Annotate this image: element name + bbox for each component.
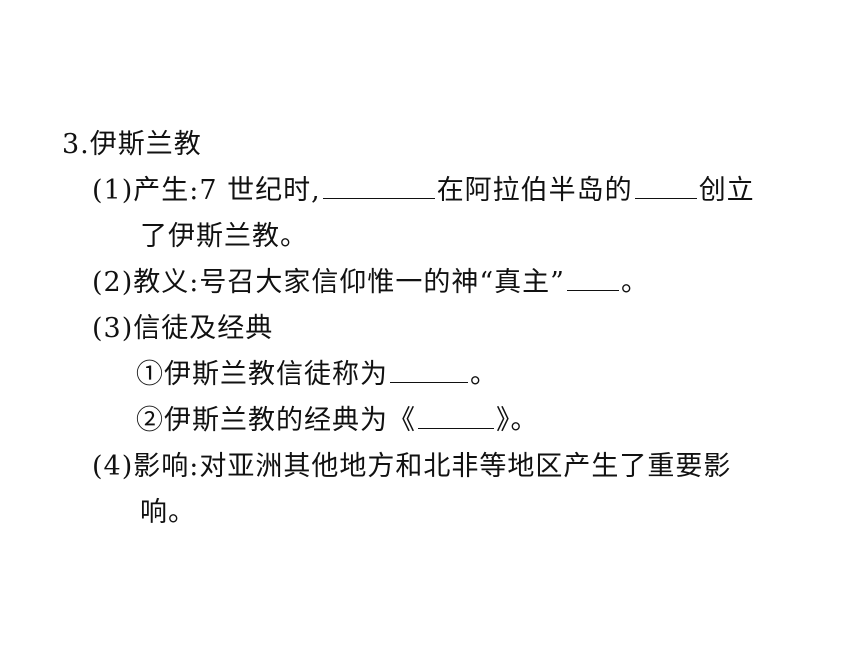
- item-followers-sub2-suffix: 》。: [496, 405, 539, 436]
- item-followers-sub1-prefix: ①伊斯兰教信徒称为: [136, 359, 388, 390]
- item-doctrine-prefix: (2)教义:号召大家信仰惟一的神“真主”: [92, 267, 565, 298]
- god-name-blank[interactable]: [566, 266, 619, 291]
- item-origin-mid: 在阿拉伯半岛的: [436, 175, 633, 206]
- item-followers-sub1: ①伊斯兰教信徒称为 。: [136, 358, 498, 392]
- item-doctrine-suffix: 。: [620, 267, 649, 298]
- city-blank[interactable]: [634, 174, 697, 199]
- item-influence-line: (4)影响:对亚洲其他地方和北非等地区产生了重要影: [92, 450, 731, 484]
- item-influence-continuation-text: 响。: [140, 497, 196, 528]
- item-followers-sub2-prefix: ②伊斯兰教的经典为《: [136, 405, 416, 436]
- item-origin-line: (1)产生:7 世纪时, 在阿拉伯半岛的 创立: [92, 174, 755, 208]
- section-heading: 3.伊斯兰教: [62, 128, 202, 162]
- item-influence-text: (4)影响:对亚洲其他地方和北非等地区产生了重要影: [92, 451, 732, 482]
- founder-blank[interactable]: [322, 174, 435, 199]
- item-origin-continuation: 了伊斯兰教。: [140, 220, 308, 254]
- item-origin-prefix: (1)产生:7 世纪时,: [92, 175, 321, 206]
- item-followers-sub2: ②伊斯兰教的经典为《 》。: [136, 404, 539, 438]
- item-influence-continuation: 响。: [140, 496, 196, 530]
- section-heading-text: 3.伊斯兰教: [62, 129, 202, 160]
- item-followers-sub1-suffix: 。: [470, 359, 498, 390]
- scripture-blank[interactable]: [418, 404, 494, 429]
- item-origin-suffix: 创立: [698, 175, 755, 206]
- item-origin-continuation-text: 了伊斯兰教。: [140, 221, 308, 252]
- item-doctrine-line: (2)教义:号召大家信仰惟一的神“真主” 。: [92, 266, 649, 300]
- item-followers-heading-text: (3)信徒及经典: [92, 313, 274, 344]
- item-followers-heading: (3)信徒及经典: [92, 312, 273, 346]
- follower-name-blank[interactable]: [390, 358, 468, 383]
